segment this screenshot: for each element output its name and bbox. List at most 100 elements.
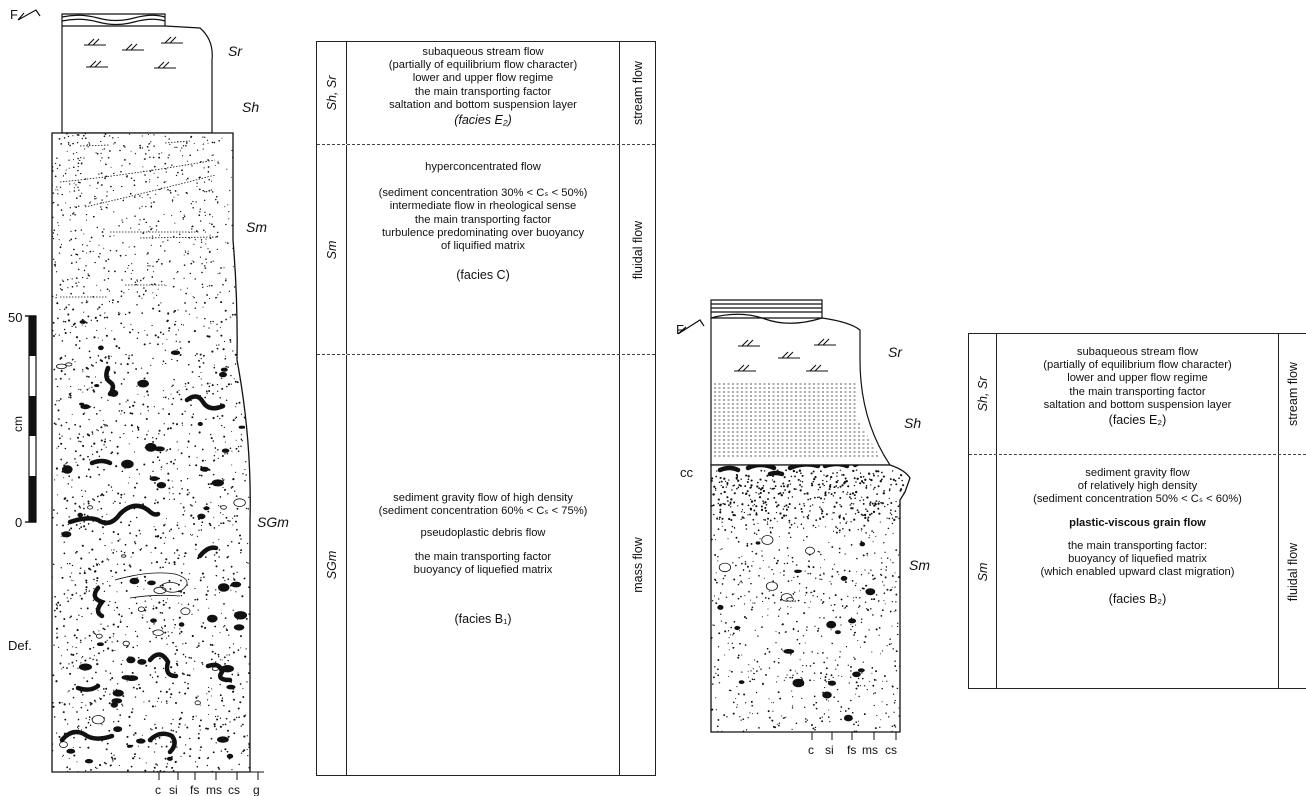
sand-grain [741,562,743,565]
clast [178,622,185,627]
sand-grain [236,619,238,621]
sand-grain [151,238,153,240]
sand-grain [157,700,159,702]
sand-grain [165,601,167,604]
sand-grain [128,246,130,248]
sand-grain [860,540,863,543]
sand-grain [836,527,839,530]
sand-grain [768,650,771,653]
sand-grain [840,710,842,713]
sand-grain [64,635,66,637]
sand-grain [800,523,803,525]
sand-grain [232,247,235,250]
sand-grain [823,484,825,487]
sand-grain [85,586,88,589]
sand-grain [184,656,187,658]
sand-grain [883,592,886,594]
sand-grain [173,278,175,280]
sand-grain [60,655,62,657]
left-facies-sh: Sh [242,99,259,115]
sand-grain [130,612,133,614]
sand-grain [149,179,151,181]
sand-grain [213,554,216,556]
sand-grain [853,484,856,487]
sand-grain [187,363,190,366]
sand-grain [52,184,53,187]
table1-row3-line3: pseudoplastic debris flow [420,527,546,540]
sand-grain [137,332,140,334]
sand-grain [727,538,729,540]
sand-grain [143,218,145,221]
sand-grain [891,600,893,603]
sand-grain [818,483,821,486]
sand-grain [84,204,86,207]
sand-grain [780,648,783,650]
sand-grain [724,480,727,483]
sand-grain [116,563,119,565]
sand-grain [97,182,99,184]
sand-grain [212,320,214,323]
sand-grain [895,601,897,603]
sand-grain [180,398,183,401]
sand-grain [143,377,146,380]
sand-grain [747,475,750,478]
sand-grain [753,678,756,681]
sand-grain [126,680,128,682]
sand-grain [894,611,896,613]
sand-grain [125,634,127,636]
sand-grain [235,716,238,719]
sand-grain [57,189,59,191]
sand-grain [891,470,894,472]
sand-grain [174,146,176,148]
sand-grain [801,510,804,513]
sand-grain [764,506,767,510]
sand-grain [146,372,149,375]
sand-grain [232,651,235,654]
sand-grain [225,385,228,388]
sand-grain [75,282,77,284]
sand-grain [138,295,141,297]
sand-grain [200,524,203,526]
sand-grain [180,630,183,633]
sand-grain [110,764,112,767]
clasts [56,320,248,764]
sand-grain [138,223,140,225]
sand-grain [715,697,717,699]
sand-grain [203,181,206,183]
sand-grain [199,704,201,706]
sand-grain [756,485,759,488]
sand-grain [90,364,93,366]
sand-grain [171,201,174,203]
sand-grain [772,594,775,597]
sand-grain [832,512,834,514]
sand-grain [804,601,806,604]
sand-grain [117,625,120,628]
clast [226,753,234,759]
sand-grain [83,233,85,235]
sand-grain [153,145,155,147]
sand-grain [217,505,220,507]
sand-grain [173,378,175,381]
sand-grain [198,176,201,179]
sand-grain [165,171,167,173]
sand-grain [150,551,152,553]
sand-grain [89,184,91,186]
sand-grain [120,493,123,496]
sand-grain [861,677,864,680]
sand-grain [112,137,114,139]
sand-grain [102,650,105,652]
right-grain-axis [810,731,900,740]
sand-grain [96,663,99,666]
sand-grain [226,556,229,559]
sand-grain [85,704,87,706]
sand-grain [894,572,896,574]
sand-grain [72,696,75,699]
sand-grain [211,644,214,647]
sand-grain [242,186,244,188]
sand-grain [158,153,160,155]
sand-grain [109,679,112,681]
sand-grain [724,630,727,633]
sand-grain [72,665,75,667]
sand-grain [839,522,841,524]
sand-grain [59,288,62,290]
